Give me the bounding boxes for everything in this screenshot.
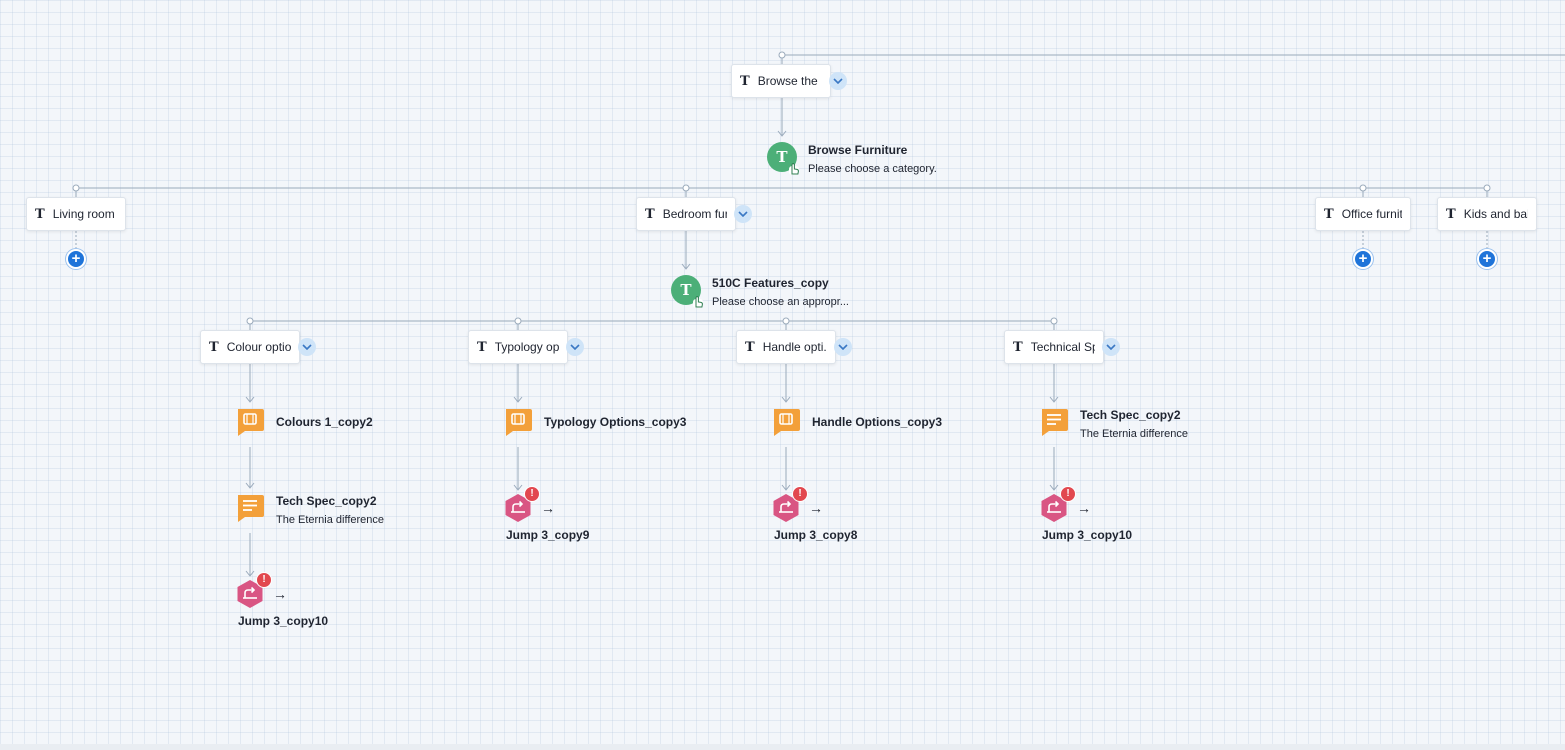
canvas-bottom-edge: [0, 744, 1565, 750]
branch-2-arrow-0-head: [781, 396, 791, 403]
branch-1-jump-label: Jump 3_copy9: [506, 528, 590, 542]
branch-2-jump-arrow-head: [781, 484, 791, 491]
branch-junction-dot-1: [514, 317, 522, 325]
branch-0-step-1-text-message-icon[interactable]: [235, 493, 265, 523]
branch-2-step-0-carousel-message-icon[interactable]: [771, 407, 801, 437]
add-node-button-0[interactable]: +: [66, 249, 86, 269]
branch-1-arrow-0-head: [513, 396, 523, 403]
branch-junction-dot-3: [1050, 317, 1058, 325]
branch-0-jump-arrow-head: [245, 570, 255, 577]
text-type-icon: T: [1013, 339, 1023, 355]
browse-furniture-node-subtitle: Please choose a category.: [808, 163, 937, 175]
branch-0-step-1-title: Tech Spec_copy2: [276, 494, 377, 508]
branch-3-arrow-0-head: [1049, 396, 1059, 403]
category-junction-dot-0: [72, 184, 80, 192]
text-type-icon: T: [1324, 206, 1334, 222]
text-type-icon: T: [1446, 206, 1456, 222]
branch-2-jump-jump-icon[interactable]: [771, 493, 801, 523]
category-pill-1-label: Bedroom fur...: [662, 207, 727, 221]
text-type-icon: T: [745, 339, 755, 355]
branch-0-step-0-title: Colours 1_copy2: [276, 415, 373, 429]
pointer-hand-icon: [691, 295, 705, 309]
branch-3-jump-arrow-head: [1049, 484, 1059, 491]
category-junction-dot-2: [1359, 184, 1367, 192]
root-option-pill-chevron-down-icon[interactable]: [829, 72, 847, 90]
add-node-button-3[interactable]: +: [1477, 249, 1497, 269]
branch-pill-1-chevron-down-icon[interactable]: [566, 338, 584, 356]
branch-junction-dot-0: [246, 317, 254, 325]
pointer-hand-icon: [787, 162, 801, 176]
branch-2-step-0-title: Handle Options_copy3: [812, 415, 943, 429]
text-type-icon: T: [35, 206, 45, 222]
category-node-1-title: 510C Features_copy: [712, 276, 829, 290]
category-pill-1-chevron-down-icon[interactable]: [734, 205, 752, 223]
branch-0-jump-label: Jump 3_copy10: [238, 614, 329, 628]
branch-3-step-0-text-message-icon[interactable]: [1039, 407, 1069, 437]
category-pill-2[interactable]: T Office furnit...: [1315, 197, 1411, 231]
category-pill-3[interactable]: T Kids and bab...: [1437, 197, 1537, 231]
branch-3-jump-label: Jump 3_copy10: [1042, 528, 1133, 542]
branch-pill-0-label: Colour optio...: [226, 340, 291, 354]
branch-0-step-1-subtitle: The Eternia difference: [276, 514, 385, 526]
category-pill-1[interactable]: T Bedroom fur...: [636, 197, 736, 231]
branch-1-jump-jump-icon[interactable]: [503, 493, 533, 523]
branch-0-arrow-1-head: [245, 482, 255, 489]
branch-3-jump-arrow-right-icon: →: [1077, 500, 1091, 516]
branch-1-step-0-title: Typology Options_copy3: [544, 415, 687, 429]
add-node-button-2[interactable]: +: [1353, 249, 1373, 269]
text-type-icon: T: [645, 206, 655, 222]
branch-pill-1-label: Typology op...: [494, 340, 559, 354]
root-option-pill-label: Browse the ...: [757, 74, 822, 88]
category-junction-dot-1: [682, 184, 690, 192]
branch-3-step-0-title: Tech Spec_copy2: [1080, 408, 1181, 422]
branch-pill-3-label: Technical Sp...: [1030, 340, 1095, 354]
branch-junction-dot-2: [782, 317, 790, 325]
branch-pill-3-chevron-down-icon[interactable]: [1102, 338, 1120, 356]
branch-3-jump-jump-icon[interactable]: [1039, 493, 1069, 523]
branch-0-arrow-0-head: [245, 396, 255, 403]
branch-0-jump-arrow-right-icon: →: [273, 586, 287, 602]
browse-furniture-node-title: Browse Furniture: [808, 143, 908, 157]
branch-1-jump-warning-icon: !: [524, 486, 540, 502]
branch-0-step-0-carousel-message-icon[interactable]: [235, 407, 265, 437]
branch-0-jump-jump-icon[interactable]: [235, 579, 265, 609]
branch-pill-1[interactable]: T Typology op...: [468, 330, 568, 364]
branch-pill-0[interactable]: T Colour optio...: [200, 330, 300, 364]
top-junction-dot: [778, 51, 786, 59]
category-junction-dot-3: [1483, 184, 1491, 192]
branch-1-jump-arrow-head: [513, 484, 523, 491]
text-type-icon: T: [209, 339, 219, 355]
branch-pill-2[interactable]: T Handle opti...: [736, 330, 836, 364]
text-type-icon: T: [740, 73, 750, 89]
category-pill-0-label: Living room ...: [52, 207, 117, 221]
branch-2-jump-arrow-right-icon: →: [809, 500, 823, 516]
text-type-icon: T: [477, 339, 487, 355]
root-arrow-head: [777, 130, 787, 137]
branch-2-jump-label: Jump 3_copy8: [774, 528, 858, 542]
category-node-1-subtitle: Please choose an appropr...: [712, 296, 849, 308]
branch-pill-0-chevron-down-icon[interactable]: [298, 338, 316, 356]
root-option-pill[interactable]: T Browse the ...: [731, 64, 831, 98]
branch-2-jump-warning-icon: !: [792, 486, 808, 502]
branch-pill-2-chevron-down-icon[interactable]: [834, 338, 852, 356]
branch-1-step-0-carousel-message-icon[interactable]: [503, 407, 533, 437]
branch-3-jump-warning-icon: !: [1060, 486, 1076, 502]
category-pill-2-label: Office furnit...: [1341, 207, 1402, 221]
category-pill-0[interactable]: T Living room ...: [26, 197, 126, 231]
branch-1-jump-arrow-right-icon: →: [541, 500, 555, 516]
branch-0-jump-warning-icon: !: [256, 572, 272, 588]
branch-3-step-0-subtitle: The Eternia difference: [1080, 428, 1189, 440]
category-arrow-1-head: [681, 263, 691, 270]
branch-pill-2-label: Handle opti...: [762, 340, 827, 354]
branch-pill-3[interactable]: T Technical Sp...: [1004, 330, 1104, 364]
category-pill-3-label: Kids and bab...: [1463, 207, 1528, 221]
